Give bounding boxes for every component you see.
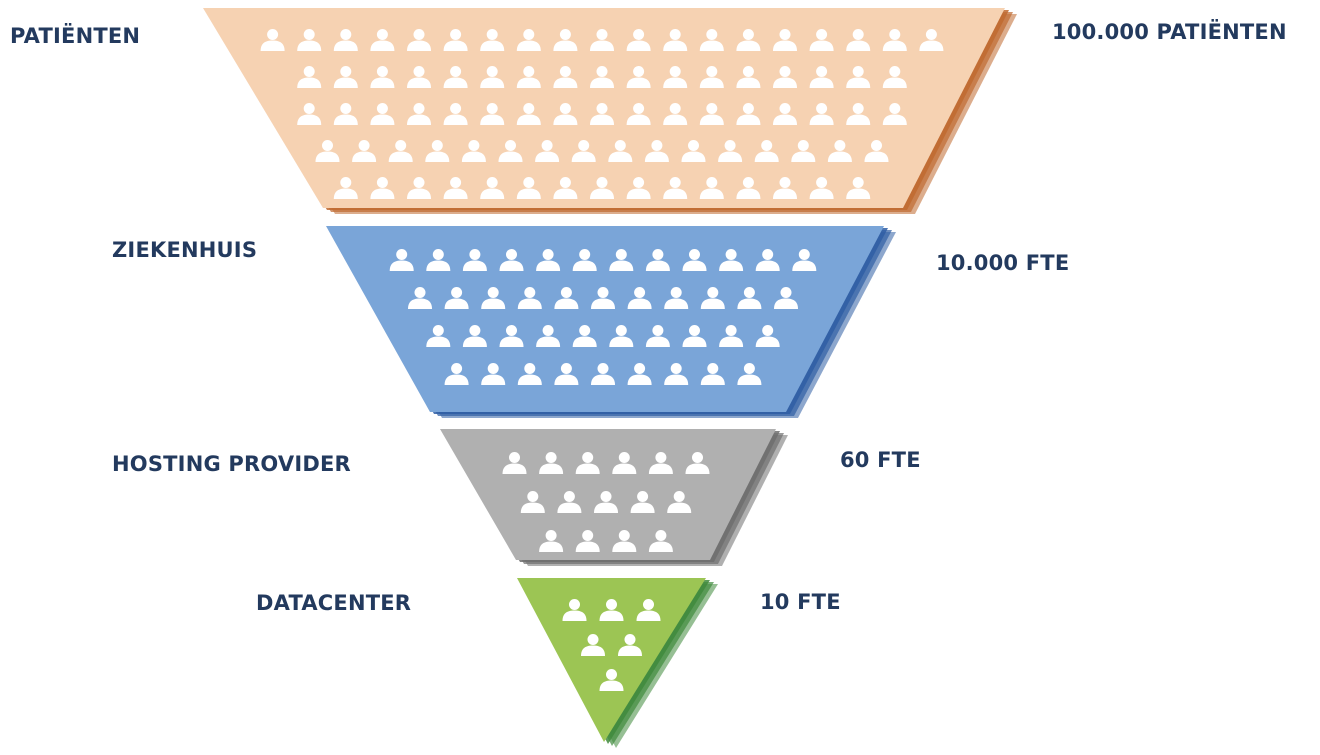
tier-count-hosting-provider: 60 FTE — [840, 448, 921, 472]
tier-count-patienten: 100.000 PATIËNTEN — [1052, 20, 1287, 44]
tier-datacenter — [517, 578, 718, 748]
tier-count-datacenter: 10 FTE — [760, 590, 841, 614]
tier-label-datacenter: DATACENTER — [256, 591, 412, 615]
tier-patienten — [203, 8, 1017, 214]
tier-shape — [326, 226, 884, 412]
tier-label-ziekenhuis: ZIEKENHUIS — [112, 238, 258, 262]
tier-label-hosting-provider: HOSTING PROVIDER — [112, 452, 351, 476]
tier-count-ziekenhuis: 10.000 FTE — [936, 251, 1070, 275]
tier-label-patienten: PATIËNTEN — [10, 24, 141, 48]
tier-hosting-provider — [440, 429, 788, 566]
tier-ziekenhuis — [326, 226, 896, 418]
